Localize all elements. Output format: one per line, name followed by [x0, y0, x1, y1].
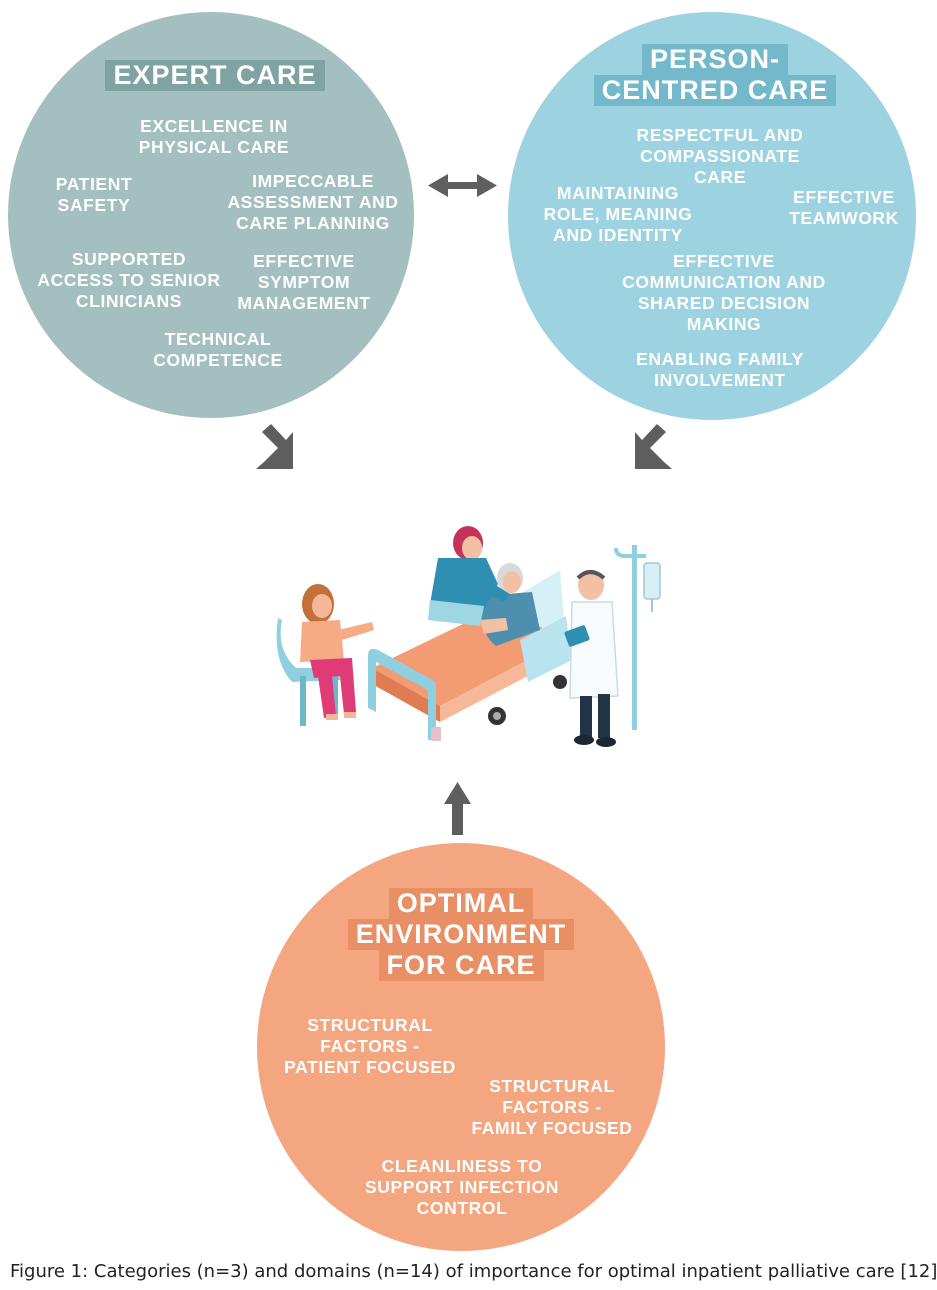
domain-effective-teamwork: EFFECTIVE TEAMWORK	[789, 187, 899, 228]
domain-respectful-compassionate: RESPECTFUL AND COMPASSIONATE CARE	[636, 125, 804, 187]
arrow-down-left-icon	[635, 424, 672, 469]
arrow-up-icon	[444, 782, 471, 835]
domain-communication-shared-decision: EFFECTIVE COMMUNICATION AND SHARED DECIS…	[622, 251, 826, 334]
hospital-scene-illustration	[276, 526, 661, 747]
domain-impeccable-assessment: IMPECCABLE ASSESSMENT AND CARE PLANNING	[227, 171, 399, 233]
domain-structural-patient: STRUCTURAL FACTORS - PATIENT FOCUSED	[284, 1015, 456, 1077]
chair-icon	[276, 618, 340, 726]
domain-patient-safety: PATIENT SAFETY	[55, 174, 133, 215]
arrow-down-right-icon	[256, 424, 293, 469]
doctor-figure	[564, 570, 619, 747]
domain-maintaining-role: MAINTAINING ROLE, MEANING AND IDENTITY	[543, 183, 693, 245]
domain-excellence-physical-care: EXCELLENCE IN PHYSICAL CARE	[138, 116, 290, 157]
seated-woman-figure	[300, 584, 374, 720]
double-arrow-icon	[428, 174, 497, 197]
person-centred-care-title: PERSON- CENTRED CARE	[560, 44, 870, 106]
domain-enabling-family: ENABLING FAMILY INVOLVEMENT	[636, 349, 804, 390]
figure-caption: Figure 1: Categories (n=3) and domains (…	[10, 1261, 937, 1282]
domain-technical-competence: TECHNICAL COMPETENCE	[153, 329, 283, 370]
expert-care-title: EXPERT CARE	[60, 60, 370, 91]
nurse-figure	[428, 526, 510, 626]
optimal-environment-title: OPTIMAL ENVIRONMENT FOR CARE	[306, 888, 616, 981]
domain-cleanliness: CLEANLINESS TO SUPPORT INFECTION CONTROL	[365, 1156, 559, 1218]
patient-figure	[480, 563, 540, 646]
domain-symptom-management: EFFECTIVE SYMPTOM MANAGEMENT	[237, 251, 371, 313]
domain-access-senior-clinicians: SUPPORTED ACCESS TO SENIOR CLINICIANS	[37, 249, 221, 311]
iv-stand-icon	[614, 545, 661, 730]
domain-structural-family: STRUCTURAL FACTORS - FAMILY FOCUSED	[471, 1076, 633, 1138]
